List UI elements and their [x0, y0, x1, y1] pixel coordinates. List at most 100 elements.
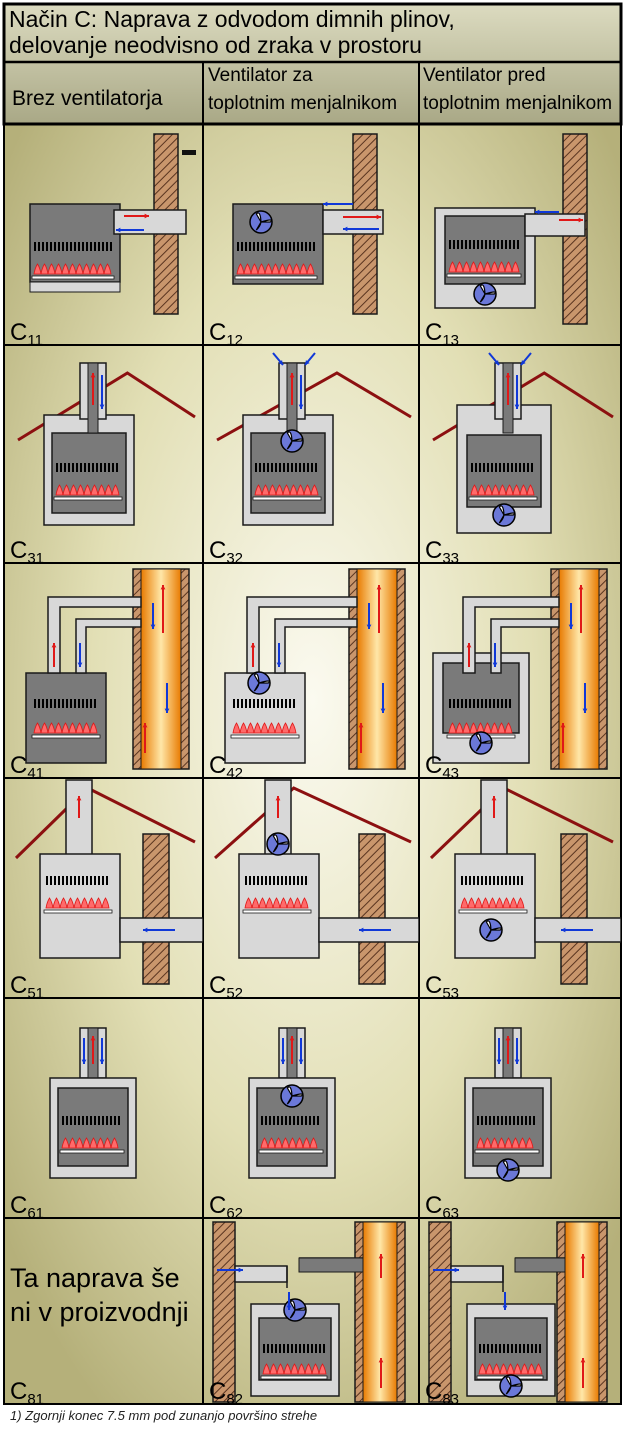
heat-exchanger-fin	[74, 1116, 76, 1125]
heat-exchanger-fin	[102, 1116, 104, 1125]
flue-gas-arrow	[289, 1036, 295, 1064]
burner-flames	[33, 263, 112, 275]
heat-exchanger-fin	[66, 876, 68, 885]
air-intake-arrow	[304, 352, 316, 366]
combustion-chamber	[51, 432, 127, 514]
heat-exchanger-fin	[86, 876, 88, 885]
heat-exchanger-fin	[503, 1344, 505, 1353]
heat-exchanger-fin	[106, 242, 108, 251]
heat-exchanger-fin	[289, 1116, 291, 1125]
air-intake-arrow	[359, 927, 391, 933]
heat-exchanger-fin	[303, 463, 305, 472]
heat-exchanger-fin	[315, 1344, 317, 1353]
heat-exchanger-fin	[473, 876, 475, 885]
flue-gas-arrow	[142, 723, 148, 753]
heat-exchanger-fin	[62, 1116, 64, 1125]
heat-exchanger-fin	[70, 1116, 72, 1125]
burner-plate	[242, 909, 312, 914]
air-intake-arrow	[496, 1038, 502, 1064]
air-duct	[274, 618, 358, 674]
appliance-base	[29, 281, 121, 293]
burner-flames	[460, 897, 525, 909]
air-intake-arrow	[280, 1038, 286, 1064]
heat-exchanger-fin	[98, 876, 100, 885]
heat-exchanger-fin	[291, 1344, 293, 1353]
heat-exchanger-fin	[297, 242, 299, 251]
air-intake-arrow	[150, 603, 156, 629]
cell-c53: C53	[419, 778, 621, 998]
flue-gas-arrow	[343, 214, 381, 220]
heat-exchanger-fin	[96, 463, 98, 472]
heat-exchanger-fin	[249, 242, 251, 251]
heat-exchanger-fin	[485, 240, 487, 249]
heat-exchanger-fin	[289, 876, 291, 885]
heat-exchanger-fin	[501, 240, 503, 249]
heat-exchanger-fin	[465, 240, 467, 249]
schematic-c41	[25, 568, 190, 770]
heat-exchanger-fin	[475, 463, 477, 472]
burner-flames	[244, 897, 309, 909]
heat-exchanger-fin	[46, 876, 48, 885]
heat-exchanger-fin	[273, 1116, 275, 1125]
burner-flames	[33, 722, 98, 734]
air-intake-arrow	[116, 227, 144, 233]
heat-exchanger-fin	[293, 242, 295, 251]
heat-exchanger-fin	[291, 463, 293, 472]
heat-exchanger-fin	[245, 876, 247, 885]
heat-exchanger-fin	[289, 242, 291, 251]
heat-exchanger-fin	[265, 1116, 267, 1125]
heat-exchanger-fin	[76, 463, 78, 472]
heat-exchanger-fin	[509, 876, 511, 885]
heat-exchanger-fin	[499, 1344, 501, 1353]
heat-exchanger-fin	[305, 876, 307, 885]
column-header-fan-after-line1: Ventilator za	[208, 65, 313, 86]
flue-gas-arrow	[378, 1358, 384, 1388]
label-c82: C82	[209, 1378, 244, 1405]
heat-exchanger-fin	[60, 463, 62, 472]
label-c83: C83	[425, 1378, 460, 1405]
flue-gas-arrow	[578, 585, 584, 633]
heat-exchanger-fin	[477, 1116, 479, 1125]
flue-duct	[246, 596, 358, 674]
label-c81: C81	[10, 1378, 45, 1405]
heat-exchanger-fin	[505, 240, 507, 249]
not-in-production-line-2: ni v proizvodnji	[10, 1296, 189, 1327]
heat-exchanger-fin	[477, 240, 479, 249]
heat-exchanger-fin	[265, 876, 267, 885]
burner-plate	[53, 496, 123, 501]
label-c63: C63	[425, 1192, 460, 1219]
cell-c61: C61	[4, 998, 203, 1218]
heat-exchanger-fin	[485, 1116, 487, 1125]
heat-exchanger-fin	[102, 242, 104, 251]
flue-gas-arrow	[376, 585, 382, 633]
air-intake-arrow	[323, 201, 353, 207]
heat-exchanger-fin	[68, 463, 70, 472]
air-intake-arrow	[217, 1267, 243, 1273]
flue-gas-arrow	[505, 1036, 511, 1064]
heat-exchanger-fin	[517, 876, 519, 885]
heat-exchanger-fin	[305, 1116, 307, 1125]
heat-exchanger-fin	[313, 242, 315, 251]
heat-exchanger-fin	[477, 699, 479, 708]
roof-line-marker	[182, 150, 196, 155]
heat-exchanger-fin	[46, 699, 48, 708]
burner-flames	[236, 263, 315, 275]
label-c52: C52	[209, 972, 244, 999]
burner-flames	[470, 484, 535, 496]
heat-exchanger-fin	[495, 1344, 497, 1353]
heat-exchanger-fin	[279, 1344, 281, 1353]
heat-exchanger-fin	[493, 699, 495, 708]
heat-exchanger-fin	[257, 699, 259, 708]
heat-exchanger-fin	[269, 242, 271, 251]
heat-exchanger-fin	[489, 699, 491, 708]
fan-icon	[469, 731, 493, 755]
burner-flames	[448, 261, 520, 273]
heat-exchanger-fin	[277, 876, 279, 885]
schematic-c51	[14, 779, 203, 985]
fan-icon	[479, 918, 503, 942]
heat-exchanger-fin	[511, 1344, 513, 1353]
heat-exchanger-fin	[311, 463, 313, 472]
schematic-c53	[429, 779, 621, 985]
